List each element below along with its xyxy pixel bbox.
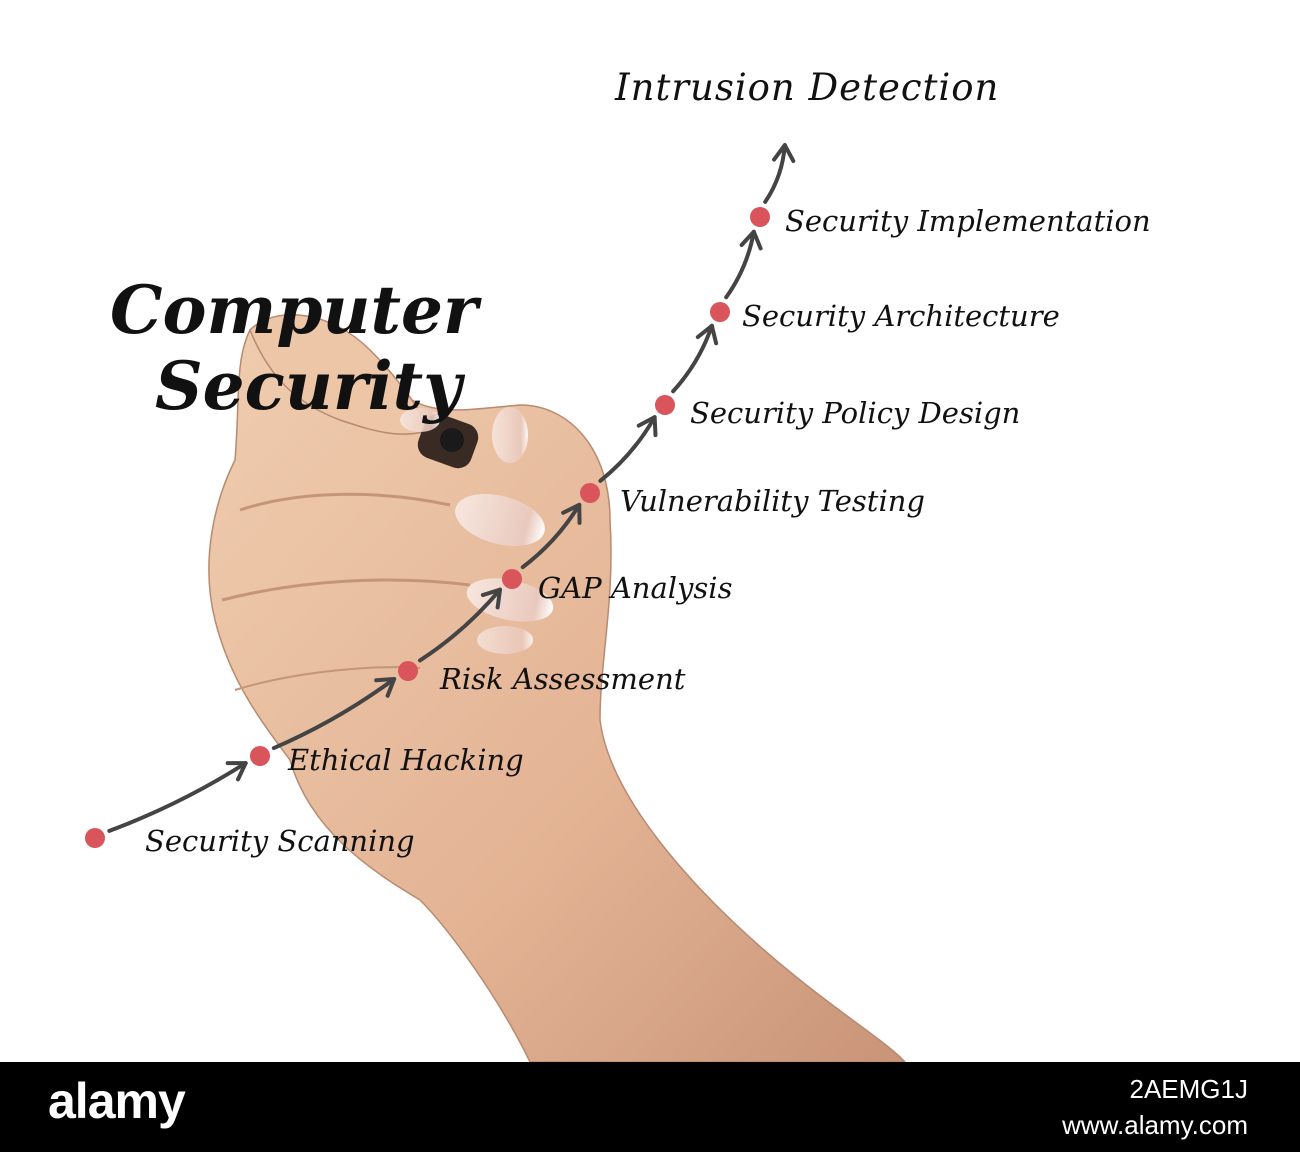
arrow-7 xyxy=(763,143,787,204)
step-label-risk-assessment: Risk Assessment xyxy=(440,662,686,696)
arrow-1 xyxy=(271,676,397,751)
title-line-1: Computer xyxy=(110,271,478,349)
step-label-security-policy-design: Security Policy Design xyxy=(690,396,1021,430)
arrow-5 xyxy=(671,323,714,394)
step-label-vulnerability-testing: Vulnerability Testing xyxy=(620,484,925,518)
arrowhead-5 xyxy=(695,323,719,346)
arrowhead-4 xyxy=(636,415,658,438)
arrow-6 xyxy=(724,229,756,300)
step-dot-2 xyxy=(398,661,418,681)
arrowhead-2 xyxy=(480,587,503,610)
arrow-0 xyxy=(107,761,248,833)
step-label-ethical-hacking: Ethical Hacking xyxy=(288,743,524,777)
step-dot-6 xyxy=(710,302,730,322)
brand-logo: alamy xyxy=(48,1073,186,1129)
arrowhead-7 xyxy=(772,143,796,163)
arrow-3 xyxy=(520,502,582,570)
step-dot-5 xyxy=(655,395,675,415)
arrow-4 xyxy=(598,415,657,483)
step-label-security-scanning: Security Scanning xyxy=(145,824,415,858)
goal-label: Intrusion Detection xyxy=(615,66,1000,109)
arrowhead-3 xyxy=(561,502,582,525)
title-line-2: Security xyxy=(155,347,462,425)
step-dot-3 xyxy=(502,569,522,589)
step-label-security-architecture: Security Architecture xyxy=(742,299,1060,333)
diagram-stage: Computer Security Intrusion Detection Se… xyxy=(85,66,1151,1062)
step-dot-1 xyxy=(250,746,270,766)
step-label-gap-analysis: GAP Analysis xyxy=(538,571,733,605)
step-dot-0 xyxy=(85,828,105,848)
site-url: www.alamy.com xyxy=(1062,1110,1248,1140)
step-label-security-implementation: Security Implementation xyxy=(785,204,1151,238)
arrowhead-0 xyxy=(225,761,248,782)
arrowhead-1 xyxy=(374,676,397,698)
step-dot-4 xyxy=(580,483,600,503)
progression-arrows xyxy=(85,143,796,848)
step-dot-7 xyxy=(750,207,770,227)
image-id: 2AEMG1J xyxy=(1129,1074,1249,1104)
watermark-footer: alamy 2AEMG1J www.alamy.com xyxy=(0,1062,1300,1152)
arrowhead-6 xyxy=(739,229,763,251)
hand-illustration xyxy=(208,314,907,1062)
arrow-2 xyxy=(417,587,503,663)
